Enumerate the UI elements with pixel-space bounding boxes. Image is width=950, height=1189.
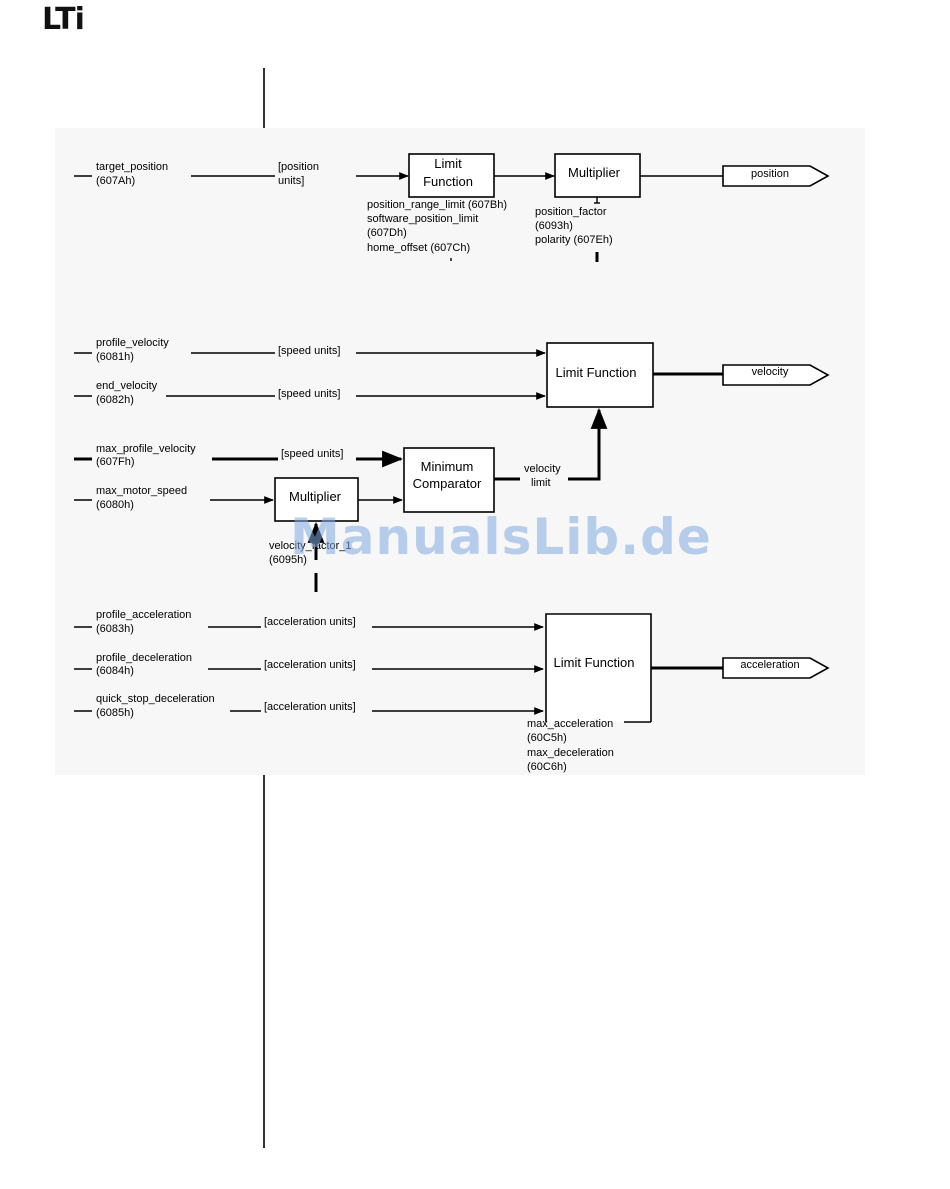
watermark: ManualsLib.de [290, 508, 712, 566]
comparator-label-2: Comparator [413, 476, 482, 491]
position-limit-param: position_range_limit (607Bh) [367, 199, 507, 211]
input-name-quick-stop-deceleration: quick_stop_deceleration [96, 693, 215, 705]
acceleration-limit-param: max_deceleration [527, 747, 614, 759]
velocity-chain: profile_velocity (6081h) [speed units] e… [74, 337, 830, 592]
position-output-label: position [751, 168, 789, 180]
input-name-end-velocity: end_velocity [96, 380, 158, 392]
input-index-profile-velocity: (6081h) [96, 351, 134, 363]
acceleration-limit-param: max_acceleration [527, 718, 613, 730]
margin-rule-bottom [263, 775, 265, 1148]
input-name-max-motor-speed: max_motor_speed [96, 485, 187, 497]
position-limit-label-1: Limit [434, 156, 462, 171]
velocity-limit-label-1: velocity [524, 463, 561, 475]
input-index-max-profile-velocity: (607Fh) [96, 456, 135, 468]
input-name-target-position: target_position [96, 161, 168, 173]
unit-label-position-2: units] [278, 175, 304, 187]
position-limit-label-2: Function [423, 174, 473, 189]
acceleration-output-label: acceleration [740, 659, 799, 671]
acceleration-limit-param: (60C5h) [527, 732, 567, 744]
unit-label-acceleration: [acceleration units] [264, 701, 356, 713]
velocity-multiplier-label: Multiplier [289, 489, 342, 504]
acceleration-chain: profile_acceleration (6083h) [accelerati… [74, 609, 830, 773]
position-multiplier-param: position_factor [535, 206, 607, 218]
margin-rule-top [263, 68, 265, 128]
lti-logo: LTi [42, 2, 85, 37]
input-index-max-motor-speed: (6080h) [96, 499, 134, 511]
position-multiplier-param: polarity (607Eh) [535, 234, 613, 246]
unit-label-acceleration: [acceleration units] [264, 616, 356, 628]
input-name-profile-deceleration: profile_deceleration [96, 652, 192, 664]
acceleration-limit-param: (60C6h) [527, 761, 567, 773]
input-index-target-position: (607Ah) [96, 175, 135, 187]
position-limit-param: (607Dh) [367, 227, 407, 239]
input-index-profile-deceleration: (6084h) [96, 665, 134, 677]
velocity-limit-label-2: limit [531, 477, 551, 489]
unit-label-speed: [speed units] [278, 388, 340, 400]
input-index-quick-stop-deceleration: (6085h) [96, 707, 134, 719]
position-multiplier-box [554, 153, 641, 198]
velocity-limit-function-box [546, 342, 654, 408]
velocity-multiplier-param: velocity_factor_1 [269, 540, 352, 552]
unit-label-position: [position [278, 161, 319, 173]
acceleration-limit-label: Limit Function [554, 655, 635, 670]
position-multiplier-label: Multiplier [568, 165, 621, 180]
input-name-max-profile-velocity: max_profile_velocity [96, 443, 196, 455]
unit-label-speed: [speed units] [278, 345, 340, 357]
velocity-multiplier-param: (6095h) [269, 554, 307, 566]
unit-label-acceleration: [acceleration units] [264, 659, 356, 671]
position-limit-param: home_offset (607Ch) [367, 242, 470, 254]
input-index-end-velocity: (6082h) [96, 394, 134, 406]
position-limit-function-box [408, 153, 495, 198]
input-name-profile-velocity: profile_velocity [96, 337, 169, 349]
position-limit-param: software_position_limit [367, 213, 478, 225]
acceleration-output-port [722, 657, 830, 679]
position-chain: target_position (607Ah) [position units]… [74, 153, 830, 262]
input-name-profile-acceleration: profile_acceleration [96, 609, 191, 621]
position-multiplier-param: (6093h) [535, 220, 573, 232]
velocity-output-port [722, 364, 830, 386]
position-output-port [722, 165, 830, 187]
comparator-label-1: Minimum [421, 459, 474, 474]
unit-label-speed: [speed units] [281, 448, 343, 460]
velocity-limit-label: Limit Function [556, 365, 637, 380]
velocity-output-label: velocity [752, 366, 789, 378]
input-index-profile-acceleration: (6083h) [96, 623, 134, 635]
